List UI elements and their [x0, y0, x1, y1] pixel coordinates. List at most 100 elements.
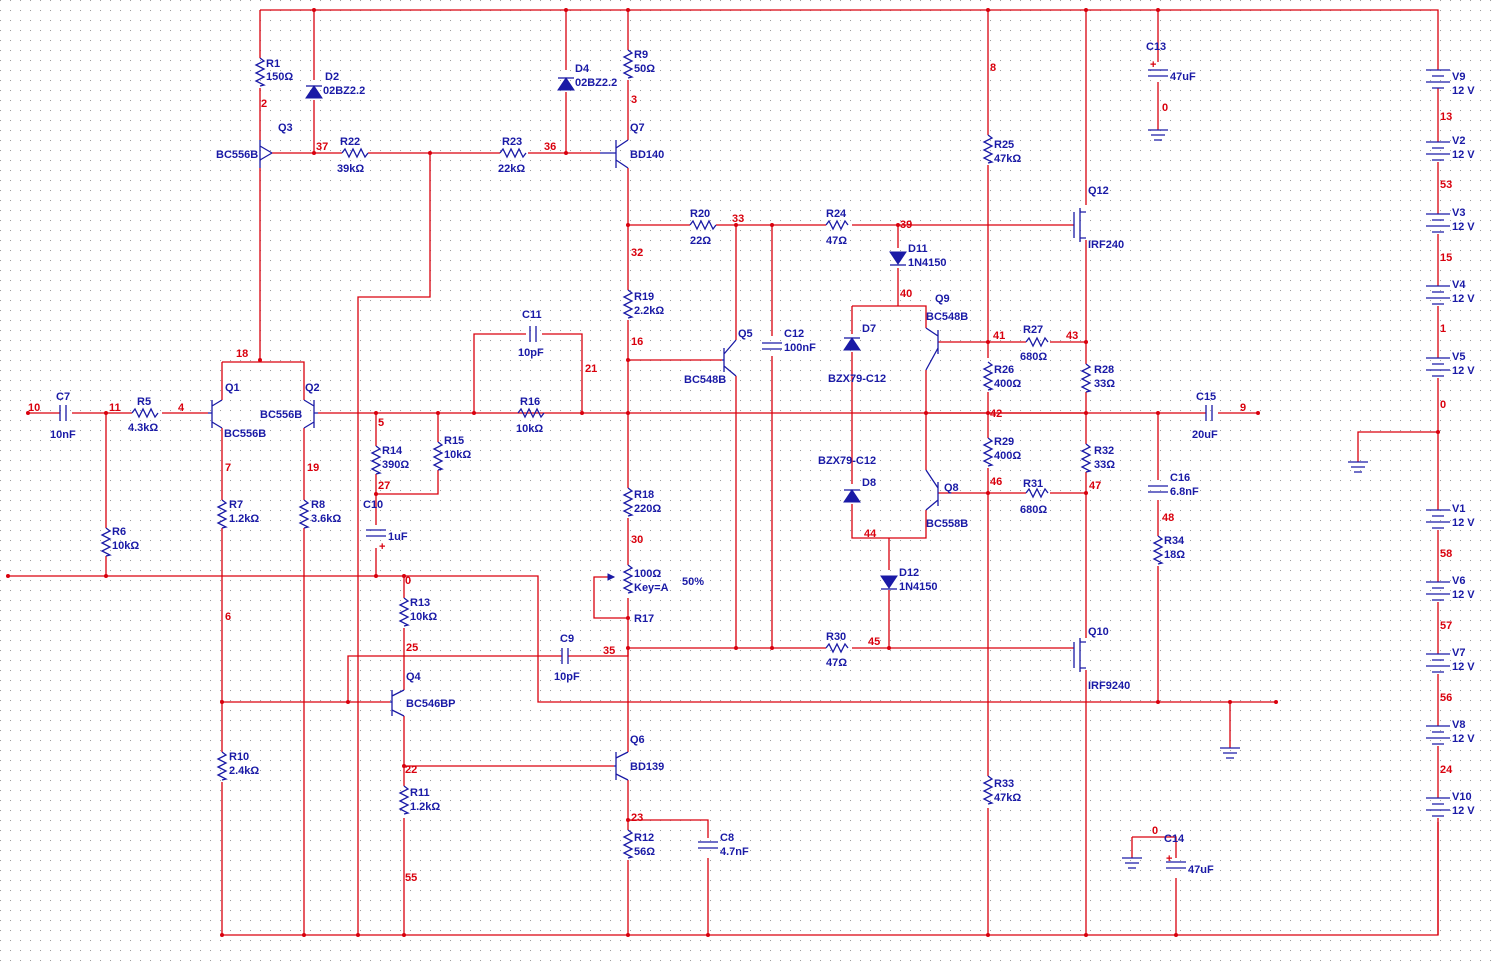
v5-value: 12 V: [1452, 365, 1475, 377]
v4-name: V4: [1452, 279, 1466, 291]
potentiometer-wiper-icon: [607, 573, 616, 581]
wires: [8, 9, 1439, 936]
r34-value: 18Ω: [1164, 549, 1185, 561]
v9-value: 12 V: [1452, 85, 1475, 97]
q4-name: Q4: [406, 671, 422, 683]
v6-value: 12 V: [1452, 589, 1475, 601]
c13-polarity-plus: +: [1150, 59, 1156, 71]
net-label: 33: [732, 213, 744, 225]
net-label: 47: [1089, 480, 1101, 492]
q10-name: Q10: [1088, 626, 1109, 638]
net-label: 0: [1440, 399, 1446, 411]
c9-name: C9: [560, 633, 574, 645]
c14-polarity-plus: +: [1166, 853, 1172, 865]
r33-value: 47kΩ: [994, 792, 1021, 804]
resistors: [100, 49, 1164, 859]
c14-name: C14: [1164, 833, 1185, 845]
net-label: 13: [1440, 111, 1452, 123]
c8-value: 4.7nF: [720, 846, 749, 858]
r13-name: R13: [410, 597, 430, 609]
capacitors: [59, 69, 1213, 869]
net-label: 35: [603, 645, 615, 657]
c12-value: 100nF: [784, 342, 816, 354]
net-label: 27: [378, 480, 390, 492]
r25-value: 47kΩ: [994, 153, 1021, 165]
d12-value: 1N4150: [899, 581, 938, 593]
v8-name: V8: [1452, 719, 1465, 731]
net-label: 39: [900, 219, 912, 231]
c13-value: 47uF: [1170, 71, 1196, 83]
net-label: 44: [864, 528, 877, 540]
r29-value: 400Ω: [994, 450, 1021, 462]
r13-value: 10kΩ: [410, 611, 437, 623]
r9-value: 50Ω: [634, 63, 655, 75]
c7-value: 10nF: [50, 429, 76, 441]
d2-value: 02BZ2.2: [323, 85, 365, 97]
r8-value: 3.6kΩ: [311, 513, 341, 525]
v1-name: V1: [1452, 503, 1465, 515]
r32-name: R32: [1094, 445, 1114, 457]
net-label: 23: [631, 812, 643, 824]
q2-value: BC556B: [260, 409, 302, 421]
r7-name: R7: [229, 499, 243, 511]
q8-name: Q8: [944, 482, 959, 494]
r24-name: R24: [826, 208, 847, 220]
transistors: [208, 139, 1086, 781]
r23-name: R23: [502, 136, 522, 148]
r24-value: 47Ω: [826, 235, 847, 247]
net-label: 22: [405, 764, 417, 776]
r23-value: 22kΩ: [498, 163, 525, 175]
net-label: 55: [405, 872, 417, 884]
q4-value: BC546BP: [406, 698, 456, 710]
r11-name: R11: [410, 787, 430, 799]
r30-value: 47Ω: [826, 657, 847, 669]
c10-name: C10: [363, 499, 383, 511]
q6-value: BD139: [630, 761, 664, 773]
diodes: [305, 77, 907, 590]
net-label: 45: [868, 636, 880, 648]
r11-value: 1.2kΩ: [410, 801, 440, 813]
d2-name: D2: [325, 71, 339, 83]
net-label: 48: [1162, 512, 1174, 524]
r5-name: R5: [137, 396, 151, 408]
r29-name: R29: [994, 436, 1014, 448]
net-label: 42: [990, 408, 1002, 420]
v10-name: V10: [1452, 791, 1472, 803]
q12-value: IRF240: [1088, 239, 1124, 251]
r19-name: R19: [634, 291, 654, 303]
q2-name: Q2: [305, 382, 320, 394]
r9-name: R9: [634, 49, 648, 61]
net-label: 3: [631, 94, 637, 106]
net-label: 57: [1440, 620, 1452, 632]
net-label: 19: [307, 462, 319, 474]
v2-name: V2: [1452, 135, 1465, 147]
q3-value: BC556B: [216, 149, 258, 161]
q1-name: Q1: [225, 382, 240, 394]
r33-name: R33: [994, 778, 1014, 790]
q3-name: Q3: [278, 122, 293, 134]
junctions: [6, 8, 1440, 937]
v3-value: 12 V: [1452, 221, 1475, 233]
r18-name: R18: [634, 489, 654, 501]
net-label: 37: [316, 141, 328, 153]
c16-value: 6.8nF: [1170, 486, 1199, 498]
c15-value: 20uF: [1192, 429, 1218, 441]
q5-value: BC548B: [684, 374, 726, 386]
q7-value: BD140: [630, 149, 664, 161]
d4-name: D4: [575, 63, 590, 75]
q10-value: IRF9240: [1088, 680, 1130, 692]
c12-name: C12: [784, 328, 804, 340]
net-label: 0: [1162, 102, 1168, 114]
r31-name: R31: [1023, 478, 1043, 490]
batteries: [1426, 69, 1450, 817]
net-label: 7: [225, 462, 231, 474]
v9-name: V9: [1452, 71, 1465, 83]
net-label: 16: [631, 336, 643, 348]
r17-percent: 50%: [682, 576, 704, 588]
v3-name: V3: [1452, 207, 1465, 219]
net-label: 24: [1440, 764, 1453, 776]
net-label: 0: [405, 575, 411, 587]
r19-value: 2.2kΩ: [634, 305, 664, 317]
v8-value: 12 V: [1452, 733, 1475, 745]
